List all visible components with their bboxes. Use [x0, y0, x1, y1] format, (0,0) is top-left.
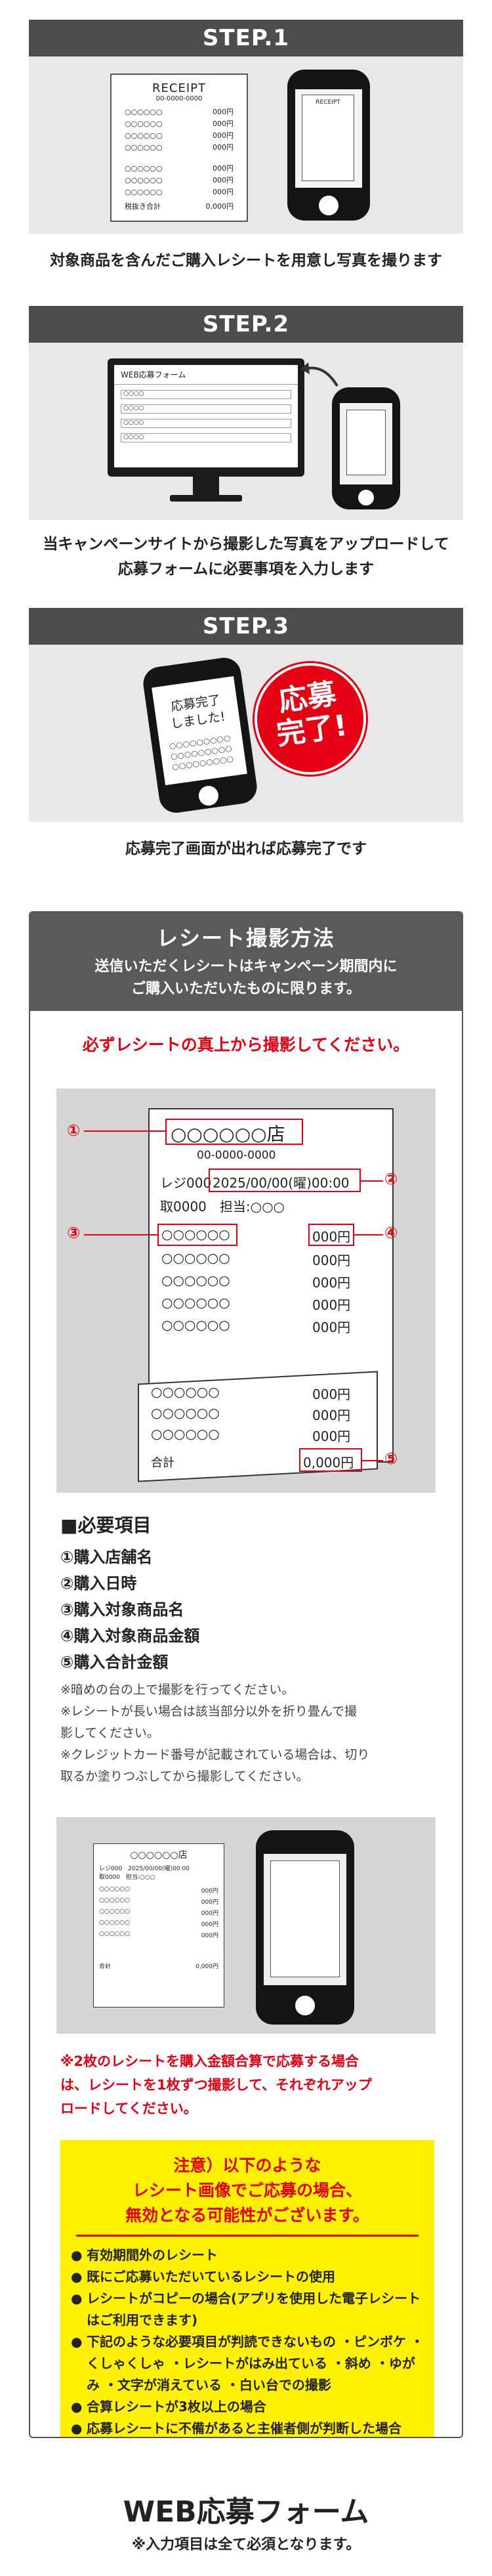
receipt-line: ○○○○○○000円 — [125, 164, 234, 173]
receipt-handle: 取0000 担当:○○○ — [160, 1199, 285, 1214]
marker-box-store — [165, 1119, 303, 1145]
howto-header: レシート撮影方法 送信いただくレシートはキャンペーン期間内に ご購入いただいたも… — [30, 912, 462, 1011]
monitor-base — [170, 495, 242, 502]
phone-screen — [264, 1854, 346, 1985]
howto-title: レシート撮影方法 — [156, 926, 335, 951]
form-illustration-title: WEB応募フォーム — [114, 365, 298, 385]
receipt-store: ○○○○○○店 — [171, 1123, 285, 1145]
monitor-stand — [193, 477, 219, 496]
list-item: 下記のような必要項目が判読できないもの ・ピンボケ ・くしゃくしゃ ・レシートが… — [71, 2331, 424, 2396]
receipt-total: 0,000円 — [303, 1455, 354, 1470]
marker-box-price — [308, 1224, 354, 1246]
receipt-howto-section: レシート撮影方法 送信いただくレシートはキャンペーン期間内に ご購入いただいたも… — [29, 911, 463, 2438]
two-receipt-warning: ※2枚のレシートを購入金額合算で応募する場合 は、レシートを1枚ずつ撮影して、そ… — [60, 2053, 372, 2116]
small-receipt: ○○○○○○店 レジ000 2025/00/00(曜)00:00 取0000 担… — [93, 1843, 224, 2007]
home-button-icon — [295, 1996, 315, 2015]
receipt-datetime: 2025/00/00(曜)00:00 — [213, 1175, 350, 1191]
invalid-notice-list: 有効期間外のレシート 既にご応募いただいているレシートの使用 レシートがコピーの… — [71, 2244, 424, 2437]
receipt-number: 00-0000-0000 — [155, 95, 203, 102]
step-1-header: STEP.1 — [29, 20, 463, 56]
receipt-line: ○○○○○○000円 — [125, 131, 234, 140]
arrow-icon — [300, 362, 338, 387]
phone-screen — [340, 403, 392, 484]
marker-box-total — [299, 1448, 362, 1472]
receipt-title: RECEIPT — [152, 81, 206, 95]
list-item: 合算レシートが3枚以上の場合 — [71, 2396, 424, 2418]
home-button-icon — [197, 784, 220, 807]
monitor-illustration: WEB応募フォーム ○○○○ ○○○○ ○○○○ ○○○○ — [108, 358, 304, 477]
howto-subtitle: 送信いただくレシートはキャンペーン期間内に ご購入いただいたものに限ります。 — [94, 958, 398, 997]
web-form-subtitle: ※入力項目は全て必須となります。 — [131, 2537, 361, 2553]
receipt-line: ○○○○○○000円 — [125, 188, 234, 196]
receipt-line: ○○○○○○000円 — [125, 108, 234, 116]
required-items-title: ■必要項目 — [60, 1514, 152, 1536]
receipt-register: レジ000 — [160, 1175, 212, 1191]
marker-box-item — [157, 1224, 237, 1246]
receipt-line: ○○○○○○000円 — [125, 143, 234, 152]
phone-illustration: RECEIPT — [287, 70, 370, 221]
step-3-caption: 応募完了画面が出れば応募完了です — [125, 840, 367, 857]
list-item: 既にご応募いただいているレシートの使用 — [71, 2266, 424, 2288]
home-button-icon — [358, 490, 374, 505]
step-1-illustration: RECEIPT 00-0000-0000 ○○○○○○000円 ○○○○○○00… — [29, 56, 463, 234]
phone-illustration: 応募完了 しました! ○○○○○○○○○○○○○○○○○○○○○○○○○○○ — [141, 655, 259, 815]
step-2-caption: 当キャンペーンサイトから撮影した写真をアップロードして 応募フォームに必要事項を… — [43, 536, 449, 578]
howto-red-title: 必ずレシートの真上から撮影してください。 — [82, 1035, 410, 1054]
phone-screen: 応募完了 しました! ○○○○○○○○○○○○○○○○○○○○○○○○○○○ — [152, 676, 247, 786]
step-2-header: STEP.2 — [29, 306, 463, 343]
list-item: レシートがコピーの場合(アプリを使用した電子レシートはご利用できます) — [71, 2288, 424, 2331]
step-1-caption: 対象商品を含んだご購入レシートを用意し写真を撮ります — [50, 252, 442, 269]
step-2: STEP.2 WEB応募フォーム ○○○○ ○○○○ ○○○○ ○○○○ — [29, 306, 463, 582]
web-form-title: WEB応募フォーム — [123, 2495, 369, 2529]
receipt-line: ○○○○○○000円 — [125, 119, 234, 128]
phone-screen: RECEIPT — [295, 89, 362, 188]
photo-notes: ※暗めの台の上で撮影を行ってください。 ※レシートが長い場合は該当部分以外を折り… — [60, 1683, 370, 1784]
step-3: STEP.3 応募完了 しました! ○○○○○○○○○○○○○○○○○○○○○○… — [29, 608, 463, 861]
marker-box-datetime — [209, 1169, 361, 1192]
invalid-receipt-notice: 注意）以下のような レシート画像でご応募の場合、 無効となる可能性がございます。… — [60, 2140, 434, 2437]
required-items-list: ①購入店舗名 ②購入日時 ③購入対象商品名 ④購入対象商品金額 ⑤購入合計金額 — [60, 1548, 200, 1671]
receipt-phone: 00-0000-0000 — [197, 1149, 276, 1162]
home-button-icon — [319, 196, 338, 215]
step-3-header: STEP.3 — [29, 608, 463, 645]
receipt-line: ○○○○○○000円 — [125, 176, 234, 184]
step-1: STEP.1 RECEIPT 00-0000-0000 ○○○○○○000円 ○… — [29, 20, 463, 273]
step-2-illustration: WEB応募フォーム ○○○○ ○○○○ ○○○○ ○○○○ — [29, 343, 463, 520]
list-item: 応募レシートに不備があると主催者側が判断した場合 — [71, 2418, 424, 2437]
receipt-illustration: RECEIPT 00-0000-0000 ○○○○○○000円 ○○○○○○00… — [110, 74, 248, 222]
monitor-screen: WEB応募フォーム ○○○○ ○○○○ ○○○○ ○○○○ — [114, 365, 298, 467]
list-item: 有効期間外のレシート — [71, 2244, 424, 2266]
invalid-notice-title: 注意）以下のような レシート画像でご応募の場合、 無効となる可能性がございます。 — [76, 2153, 419, 2237]
receipt-example-box: ① ○○○○○○店 00-0000-0000 レジ000 2025/00/00(… — [56, 1088, 436, 1493]
phone-illustration — [332, 387, 400, 509]
receipt-total-label: 合計 — [151, 1456, 174, 1470]
step-3-illustration: 応募完了 しました! ○○○○○○○○○○○○○○○○○○○○○○○○○○○ 応… — [29, 645, 463, 822]
phone-receipt: RECEIPT — [302, 95, 354, 181]
complete-badge: 応募 完了! — [247, 655, 374, 783]
phone-illustration — [256, 1830, 354, 2025]
two-receipt-example-box: ○○○○○○店 レジ000 2025/00/00(曜)00:00 取0000 担… — [56, 1817, 436, 2034]
